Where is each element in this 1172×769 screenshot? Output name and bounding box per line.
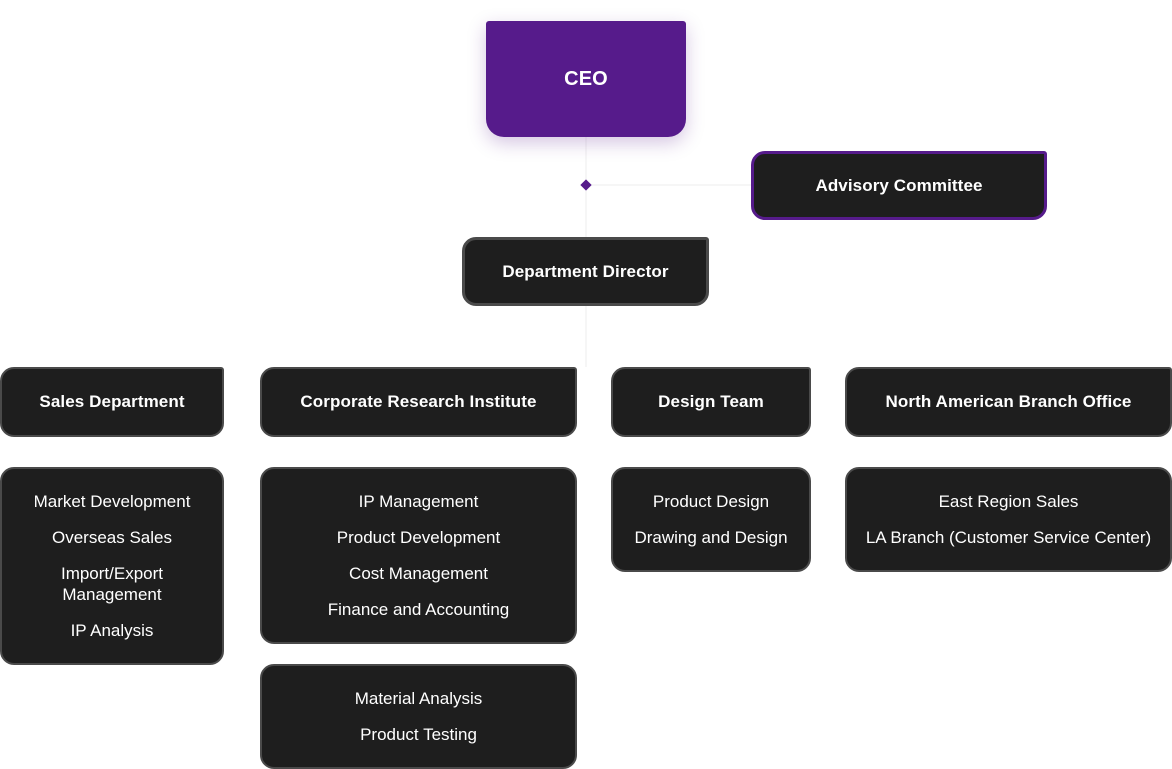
advisory-committee-label: Advisory Committee bbox=[815, 175, 983, 195]
unit-item: Product Development bbox=[336, 528, 501, 547]
unit-item: Overseas Sales bbox=[52, 528, 172, 547]
unit-item: Product Design bbox=[652, 492, 770, 511]
advisory-committee-node[interactable]: Advisory Committee bbox=[751, 151, 1047, 220]
dept-north-america[interactable]: North American Branch Office bbox=[845, 367, 1172, 437]
design-units: Product Design Drawing and Design bbox=[611, 467, 811, 572]
unit-item: East Region Sales bbox=[938, 492, 1079, 511]
dept-design[interactable]: Design Team bbox=[611, 367, 811, 437]
unit-item: Finance and Accounting bbox=[327, 600, 510, 619]
ceo-node[interactable]: CEO bbox=[486, 21, 686, 137]
dept-label: Design Team bbox=[658, 392, 764, 411]
dept-label: Sales Department bbox=[39, 392, 185, 411]
unit-item: LA Branch (Customer Service Center) bbox=[865, 528, 1152, 547]
unit-item: Material Analysis bbox=[354, 689, 483, 708]
research-units-1: IP Management Product Development Cost M… bbox=[260, 467, 577, 644]
north-america-units: East Region Sales LA Branch (Customer Se… bbox=[845, 467, 1172, 572]
department-director-label: Department Director bbox=[502, 261, 669, 281]
ceo-label: CEO bbox=[564, 67, 608, 90]
unit-item: Drawing and Design bbox=[634, 528, 788, 547]
unit-item: Import/Export Management bbox=[60, 564, 164, 604]
department-director-node[interactable]: Department Director bbox=[462, 237, 709, 306]
unit-item: IP Management bbox=[358, 492, 479, 511]
research-units-2: Material Analysis Product Testing bbox=[260, 664, 577, 769]
unit-item: IP Analysis bbox=[70, 621, 154, 640]
dept-label: North American Branch Office bbox=[885, 392, 1132, 411]
unit-item: Market Development bbox=[33, 492, 191, 511]
unit-item: Product Testing bbox=[360, 725, 477, 744]
sales-units: Market Development Overseas Sales Import… bbox=[0, 467, 224, 665]
unit-item: Cost Management bbox=[349, 564, 488, 583]
dept-sales[interactable]: Sales Department bbox=[0, 367, 224, 437]
dept-research[interactable]: Corporate Research Institute bbox=[260, 367, 577, 437]
dept-label: Corporate Research Institute bbox=[300, 392, 537, 411]
